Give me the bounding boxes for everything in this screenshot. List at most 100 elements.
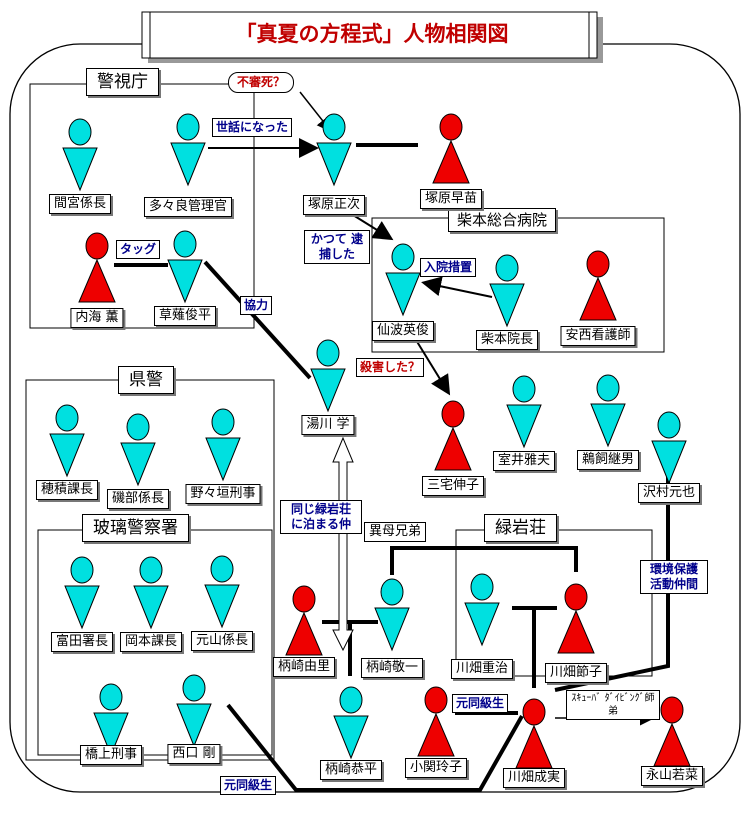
head-wakana <box>660 696 684 724</box>
body-hozumi <box>49 433 85 478</box>
head-isobe <box>126 413 150 441</box>
figure-mamiya <box>62 118 98 192</box>
body-tomita <box>64 585 100 630</box>
figure-nishiguchi <box>176 674 212 748</box>
body-hashigami <box>93 712 129 757</box>
arrow-onaji <box>332 436 354 652</box>
body-nonogaki <box>205 437 241 482</box>
body-miyake <box>434 426 472 471</box>
figure-emiri <box>285 585 323 656</box>
figure-koseki <box>417 686 455 757</box>
head-kusanagi <box>173 230 197 258</box>
figure-tsukahara_m <box>316 113 352 187</box>
name-miyake: 三宅伸子 <box>421 476 485 496</box>
name-hashigami: 橋上刑事 <box>79 745 143 765</box>
figure-layer <box>49 113 691 769</box>
name-motoyama: 元山係長 <box>190 631 254 651</box>
head-miyake <box>441 400 465 428</box>
figure-keiichi <box>374 578 410 652</box>
figure-sawamura <box>651 411 687 485</box>
name-senba: 仙波英俊 <box>371 321 435 341</box>
head-narumi <box>522 698 546 726</box>
body-tsukahara_m <box>316 142 352 187</box>
name-kyohei: 柄崎恭平 <box>319 760 383 780</box>
name-shigeharu: 川畑重治 <box>450 659 514 679</box>
figure-nonogaki <box>205 408 241 482</box>
name-nonogaki: 野々垣刑事 <box>185 484 261 504</box>
title-scroll-left-roll <box>141 11 151 59</box>
head-ukai <box>596 374 620 402</box>
body-isobe <box>120 442 156 487</box>
body-nishiguchi <box>176 703 212 748</box>
name-muroi: 室井雅夫 <box>492 451 556 471</box>
name-tomita: 富田署長 <box>50 632 114 652</box>
figure-okamoto <box>133 556 169 630</box>
head-sawamura <box>657 411 681 439</box>
head-shibamoto <box>495 254 519 282</box>
figure-muroi <box>506 375 542 449</box>
outer-frame <box>9 43 741 793</box>
relation-ibo: 異母兄弟 <box>364 522 427 542</box>
relation-sewa: 世話になった <box>212 118 293 137</box>
relation-scuba: ｽｷｭｰﾊﾞ ﾀﾞｲﾋﾞﾝｸﾞ師弟 <box>566 690 660 720</box>
body-ukai <box>590 403 626 448</box>
body-setsuko <box>557 609 595 654</box>
name-emiri: 柄崎由里 <box>272 657 336 677</box>
figure-kusanagi <box>167 230 203 304</box>
head-setsuko <box>564 583 588 611</box>
name-tsukahara_m: 塚原正次 <box>302 195 366 215</box>
title-scroll <box>141 11 598 59</box>
figure-tsukahara_f <box>432 113 470 184</box>
name-nishiguchi: 西口 剛 <box>167 744 221 764</box>
body-koseki <box>417 712 455 757</box>
relation-onaji: 同じ緑岩荘 に泊まる仲 <box>280 500 362 534</box>
name-ukai: 鵜飼継男 <box>576 450 640 470</box>
relation-fushinshi: 不審死？ <box>228 72 295 93</box>
figure-tatara <box>170 113 206 187</box>
group-kenkei: 県警 <box>118 366 174 394</box>
head-kyohei <box>339 686 363 714</box>
figure-shibamoto <box>489 254 525 328</box>
head-hashigami <box>99 683 123 711</box>
name-tatara: 多々良管理官 <box>143 197 233 217</box>
name-wakana: 永山若菜 <box>640 766 704 786</box>
figure-yukawa <box>310 339 346 413</box>
head-senba <box>391 243 415 271</box>
figure-utsumi <box>78 232 116 303</box>
head-tatara <box>176 113 200 141</box>
group-keishicho: 警視庁 <box>86 68 159 96</box>
figure-miyake <box>434 400 472 471</box>
group-shibamoto: 柴本総合病院 <box>448 208 557 232</box>
figure-shigeharu <box>464 573 500 647</box>
head-nonogaki <box>211 408 235 436</box>
line-dokyusei-nishiguchi <box>226 703 524 792</box>
relation-dokyusei-koseki: 元同級生 <box>452 694 509 713</box>
body-yukawa <box>310 368 346 413</box>
body-anzai <box>579 276 617 321</box>
head-utsumi <box>85 232 109 260</box>
name-utsumi: 内海 薫 <box>70 308 124 328</box>
body-motoyama <box>204 584 240 629</box>
figure-anzai <box>579 250 617 321</box>
body-narumi <box>515 724 553 769</box>
body-senba <box>385 272 421 317</box>
body-utsumi <box>78 258 116 303</box>
group-ryokuganso: 緑岩荘 <box>484 514 557 542</box>
body-tatara <box>170 142 206 187</box>
name-isobe: 磯部係長 <box>106 489 170 509</box>
body-kyohei <box>333 715 369 760</box>
body-shibamoto <box>489 283 525 328</box>
name-koseki: 小関玲子 <box>404 758 468 778</box>
body-muroi <box>506 404 542 449</box>
name-shibamoto: 柴本院長 <box>475 330 539 350</box>
figure-kyohei <box>333 686 369 760</box>
figure-setsuko <box>557 583 595 654</box>
figure-hashigami <box>93 683 129 757</box>
body-shigeharu <box>464 602 500 647</box>
figure-isobe <box>120 413 156 487</box>
head-yukawa <box>316 339 340 367</box>
name-yukawa: 湯川 学 <box>301 415 355 435</box>
head-shigeharu <box>470 573 494 601</box>
